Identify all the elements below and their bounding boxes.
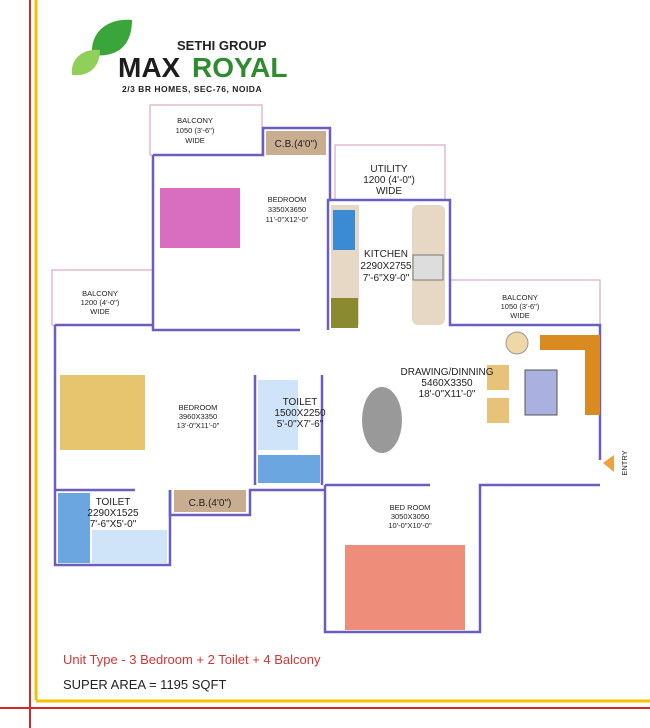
svg-text:7'-6"X5'-0": 7'-6"X5'-0" — [90, 519, 137, 530]
svg-text:7'-6"X9'-0": 7'-6"X9'-0" — [363, 273, 410, 284]
svg-text:BALCONY: BALCONY — [502, 293, 538, 302]
label-drawing-dining: DRAWING/DINNING 5460X3350 18'-0"X11'-0" — [401, 367, 494, 400]
stove-icon — [412, 254, 444, 281]
svg-text:3960X3350: 3960X3350 — [179, 412, 217, 421]
super-area-text: SUPER AREA = 1195 SQFT — [63, 677, 227, 692]
sink-icon — [333, 210, 355, 250]
svg-text:KITCHEN: KITCHEN — [364, 249, 408, 260]
svg-text:WIDE: WIDE — [510, 311, 530, 320]
svg-text:1200 (4'-0"): 1200 (4'-0") — [81, 298, 120, 307]
svg-text:BED ROOM: BED ROOM — [390, 503, 431, 512]
fridge-icon — [331, 298, 358, 328]
svg-text:2290X2755: 2290X2755 — [360, 261, 412, 272]
label-cb-top: C.B.(4'0") — [275, 139, 318, 150]
bed-left-icon — [60, 375, 145, 450]
bed-top-icon — [160, 188, 240, 248]
logo-leaf-icon — [71, 19, 132, 76]
svg-text:WIDE: WIDE — [90, 307, 110, 316]
label-cb-bottom: C.B.(4'0") — [189, 498, 232, 509]
svg-text:BALCONY: BALCONY — [177, 116, 213, 125]
svg-text:BEDROOM: BEDROOM — [179, 403, 218, 412]
entry-arrow-icon — [603, 455, 614, 472]
svg-text:TOILET: TOILET — [283, 397, 318, 408]
logo-group: SETHI GROUP — [177, 38, 267, 53]
svg-text:18'-0"X11'-0": 18'-0"X11'-0" — [419, 389, 476, 400]
armchair-icon — [487, 398, 509, 423]
armchair-icon — [487, 365, 509, 390]
label-bedroom-top: BEDROOM 3350X3650 11'-0"X12'-0" — [266, 195, 309, 224]
svg-text:2290X1525: 2290X1525 — [87, 508, 139, 519]
svg-text:13'-0"X11'-0": 13'-0"X11'-0" — [177, 421, 220, 430]
svg-text:1050 (3'-6"): 1050 (3'-6") — [176, 126, 215, 135]
sofa-icon — [540, 335, 600, 415]
coffee-table-icon — [524, 369, 558, 416]
bathtub-icon — [258, 455, 320, 483]
bed-bottom-icon — [345, 545, 465, 630]
label-toilet-left: TOILET 2290X1525 7'-6"X5'-0" — [87, 497, 139, 530]
label-balcony-left: BALCONY 1200 (4'-0") WIDE — [81, 289, 120, 316]
svg-text:TOILET: TOILET — [96, 497, 131, 508]
svg-text:DRAWING/DINNING: DRAWING/DINNING — [401, 367, 494, 378]
svg-text:5460X3350: 5460X3350 — [421, 378, 473, 389]
svg-text:BEDROOM: BEDROOM — [268, 195, 307, 204]
svg-text:UTILITY: UTILITY — [370, 164, 408, 175]
logo-max: MAX — [118, 52, 181, 83]
svg-text:5'-0"X7'-6": 5'-0"X7'-6" — [277, 419, 324, 430]
svg-text:WIDE: WIDE — [376, 186, 402, 197]
logo-tagline: 2/3 BR HOMES, SEC-76, NOIDA — [122, 84, 263, 94]
svg-text:11'-0"X12'-0": 11'-0"X12'-0" — [266, 215, 309, 224]
label-balcony-right: BALCONY 1050 (3'-6") WIDE — [501, 293, 540, 320]
label-toilet-mid: TOILET 1500X2250 5'-0"X7'-6" — [274, 397, 326, 430]
svg-text:1050 (3'-6"): 1050 (3'-6") — [501, 302, 540, 311]
svg-text:3050X3050: 3050X3050 — [391, 512, 429, 521]
wc-basin-icon — [92, 530, 167, 563]
logo-royal: ROYAL — [192, 52, 288, 83]
svg-text:1200 (4'-0"): 1200 (4'-0") — [363, 175, 415, 186]
label-bedroom-left: BEDROOM 3960X3350 13'-0"X11'-0" — [177, 403, 220, 430]
shower-icon — [58, 493, 90, 563]
label-balcony-top: BALCONY 1050 (3'-6") WIDE — [176, 116, 215, 145]
toilet-fixture-icon — [258, 380, 298, 450]
cupboard-top — [266, 131, 326, 155]
entry-label: ENTRY — [620, 450, 629, 475]
svg-text:1500X2250: 1500X2250 — [274, 408, 326, 419]
label-bedroom-bottom: BED ROOM 3050X3050 10'-0"X10'-0" — [388, 503, 432, 530]
svg-text:3350X3650: 3350X3650 — [268, 205, 306, 214]
dining-table-icon — [362, 387, 402, 453]
side-table-icon — [505, 331, 529, 355]
svg-text:BALCONY: BALCONY — [82, 289, 118, 298]
label-utility: UTILITY 1200 (4'-0") WIDE — [363, 164, 415, 197]
unit-type-text: Unit Type - 3 Bedroom + 2 Toilet + 4 Bal… — [63, 652, 321, 667]
svg-text:10'-0"X10'-0": 10'-0"X10'-0" — [388, 521, 432, 530]
cupboard-bottom — [174, 490, 246, 512]
svg-text:WIDE: WIDE — [185, 136, 205, 145]
label-kitchen: KITCHEN 2290X2755 7'-6"X9'-0" — [360, 249, 412, 284]
